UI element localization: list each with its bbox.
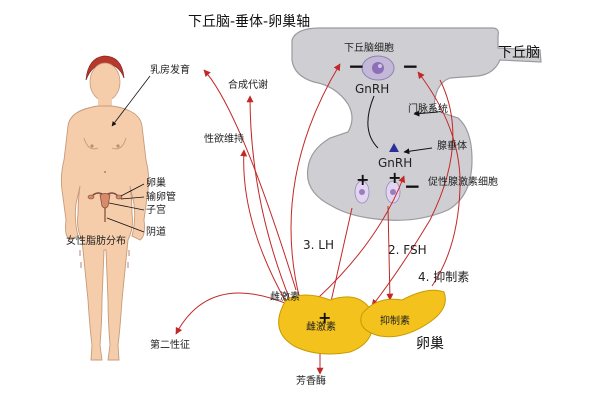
inhibin-label: 4. 抑制素 [418, 270, 470, 284]
plus-sign: + [318, 308, 332, 327]
estrogen-label: 雌激素 [270, 292, 300, 303]
libido-label: 性欲维持 [204, 134, 244, 145]
hypothalamus-cell-label: 下丘脑细胞 [344, 43, 394, 54]
pituitary-label: 腺垂体 [437, 141, 467, 152]
gonadotroph-label: 促性腺激素细胞 [428, 177, 498, 188]
fat-distribution-label: 女性脂肪分布 [66, 236, 126, 247]
hypothalamus-cell [361, 55, 395, 81]
figure-leaders [106, 75, 151, 233]
ovary-label: 卵巢 [416, 336, 444, 352]
anabolism-label: 合成代谢 [228, 80, 268, 91]
hormone-arrows [175, 63, 461, 375]
pituitary-cells [354, 180, 401, 204]
secondary-sex-label: 第二性征 [150, 340, 190, 351]
ovary-inhibin-label: 抑制素 [380, 316, 410, 327]
breast-development-label: 乳房发育 [150, 65, 190, 76]
ovary-left [278, 294, 374, 355]
hypothalamus-pituitary-shape [291, 27, 542, 221]
lh-label: 3. LH [303, 238, 334, 252]
diagram-title: 下丘脑-垂体-卵巢轴 [188, 14, 311, 30]
gnrh-label-top: GnRH [355, 82, 390, 96]
body-uterus-label: 子宫 [146, 205, 166, 216]
receptor-triangle [389, 143, 399, 152]
aromatase-label: 芳香酶 [296, 376, 326, 387]
body-vagina-label: 阴道 [146, 227, 166, 238]
ovary-estrogen-label: 雌激素 [306, 322, 336, 333]
body-ovary-label: 卵巢 [146, 178, 166, 189]
gnrh-label-pituitary: GnRH [378, 156, 413, 170]
ovary-right [360, 289, 446, 338]
female-figure [60, 55, 150, 361]
minus-sign: − [402, 54, 419, 78]
minus-sign: − [348, 54, 365, 78]
plus-sign: + [356, 170, 370, 189]
hypothalamus-label: 下丘脑 [498, 45, 540, 61]
minus-sign: − [404, 174, 421, 198]
body-tube-label: 输卵管 [146, 192, 176, 203]
portal-system-label: 门脉系统 [408, 104, 448, 115]
portal-arrows [367, 95, 439, 155]
fsh-label: 2. FSH [388, 243, 427, 257]
plus-sign: + [388, 168, 402, 187]
